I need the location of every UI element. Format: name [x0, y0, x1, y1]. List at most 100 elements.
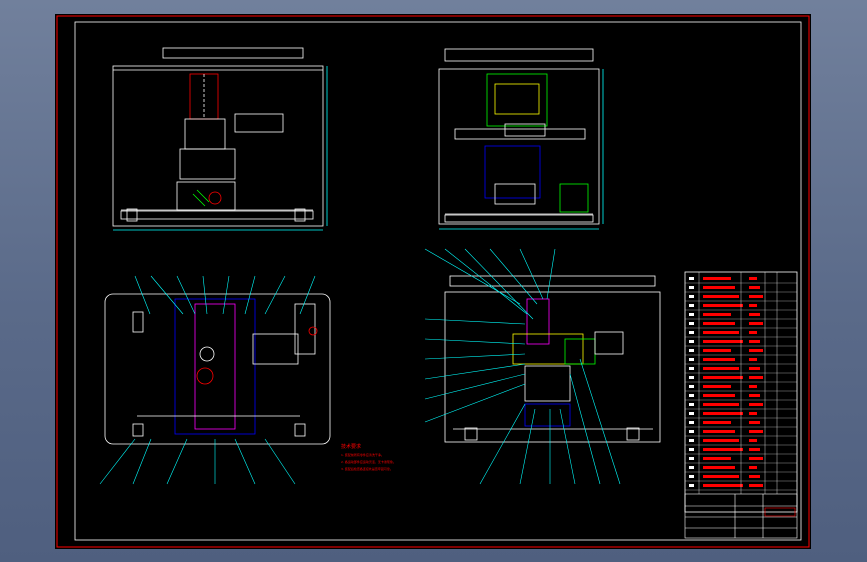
- front-motor-housing: [184, 118, 226, 150]
- parts-row-name-cell: [703, 322, 735, 325]
- technical-requirements: 技术要求 1. 装配前所有零件应清洗干净。 2. 各运动部件应运动灵活，无卡滞现…: [341, 443, 396, 471]
- parts-row-index-cell: [689, 304, 694, 307]
- front-gearbox: [176, 181, 236, 211]
- leader-1: [134, 275, 151, 315]
- leader-6: [244, 275, 256, 315]
- parts-row-index-cell: [689, 421, 694, 424]
- leader-13: [234, 438, 256, 485]
- sec-leader-12: [424, 383, 526, 423]
- section-column: [524, 365, 571, 402]
- top-center-carriage: [174, 298, 256, 435]
- parts-row-material-cell: [749, 376, 763, 379]
- front-foot-left: [126, 208, 138, 222]
- parts-row-name-cell: [703, 394, 735, 397]
- parts-row-material-cell: [749, 385, 757, 388]
- sec-leader-4: [489, 248, 538, 305]
- parts-row-name-cell: [703, 475, 739, 478]
- section-foot-right: [626, 427, 640, 441]
- parts-row-name-cell: [703, 385, 731, 388]
- top-rail-guide: [194, 303, 236, 430]
- parts-row-index-cell: [689, 349, 694, 352]
- top-foot-right: [294, 423, 306, 437]
- sec-leader-13: [479, 403, 526, 485]
- parts-row-name-cell: [703, 367, 739, 370]
- notes-heading: 技术要求: [341, 443, 361, 450]
- leader-2: [150, 275, 184, 315]
- parts-row-index-cell: [689, 331, 694, 334]
- parts-row-name-cell: [703, 313, 731, 316]
- leader-3: [176, 275, 196, 315]
- leader-5: [222, 275, 230, 315]
- sec-leader-2: [444, 248, 528, 315]
- title-block-border: [684, 493, 798, 539]
- parts-row-name-cell: [703, 403, 739, 406]
- parts-row-name-cell: [703, 295, 739, 298]
- leader-11: [166, 438, 188, 485]
- section-view[interactable]: [444, 275, 661, 443]
- sec-leader-3: [464, 248, 534, 320]
- parts-row-name-cell: [703, 457, 731, 460]
- section-vertical-slide: [526, 298, 550, 345]
- parts-row-material-cell: [749, 286, 760, 289]
- side-frame-outline: [438, 68, 600, 225]
- front-base-plate: [120, 210, 314, 220]
- parts-row-name-cell: [703, 376, 743, 379]
- parts-row-name-cell: [703, 304, 743, 307]
- side-mechanism-box: [486, 73, 548, 127]
- parts-row-material-cell: [749, 394, 760, 397]
- cad-drawing-canvas[interactable]: 技术要求 1. 装配前所有零件应清洗干净。 2. 各运动部件应运动灵活，无卡滞现…: [55, 14, 811, 549]
- parts-row-material-cell: [749, 439, 757, 442]
- parts-row-index-cell: [689, 439, 694, 442]
- parts-row-index-cell: [689, 277, 694, 280]
- sec-leader-7: [424, 318, 526, 325]
- parts-row-material-cell: [749, 412, 757, 415]
- top-view[interactable]: [104, 293, 331, 445]
- parts-row-index-cell: [689, 367, 694, 370]
- front-view[interactable]: [112, 47, 328, 231]
- parts-row-index-cell: [689, 313, 694, 316]
- front-hatch-2: [196, 189, 210, 203]
- sec-leader-5: [519, 248, 544, 300]
- drawing-sheet[interactable]: 技术要求 1. 装配前所有零件应清洗干净。 2. 各运动部件应运动灵活，无卡滞现…: [55, 14, 811, 549]
- title-block[interactable]: [684, 493, 798, 539]
- top-frame-outline: [104, 293, 331, 445]
- parts-row-material-cell: [749, 367, 760, 370]
- side-right-unit: [559, 183, 589, 213]
- notes-line-2: 2. 各运动部件应运动灵活，无卡滞现象。: [341, 459, 396, 464]
- parts-row-material-cell: [749, 466, 757, 469]
- front-column: [179, 148, 236, 180]
- parts-row-material-cell: [749, 403, 763, 406]
- sec-leader-1: [424, 248, 521, 305]
- side-top-rail: [444, 48, 594, 62]
- section-top-rail: [449, 275, 656, 287]
- top-gear-lower: [196, 367, 214, 385]
- sec-leader-11: [424, 373, 526, 400]
- side-base-plate: [444, 214, 594, 223]
- top-side-motor: [252, 333, 299, 365]
- front-frame-outline: [112, 65, 324, 227]
- leader-14: [264, 438, 296, 485]
- parts-row-index-cell: [689, 484, 694, 487]
- top-gear-upper: [199, 346, 215, 362]
- parts-row-material-cell: [749, 331, 757, 334]
- parts-list-table[interactable]: [684, 271, 798, 513]
- notes-line-1: 1. 装配前所有零件应清洗干净。: [341, 452, 384, 457]
- parts-row-name-cell: [703, 448, 743, 451]
- parts-row-name-cell: [703, 340, 743, 343]
- parts-row-name-cell: [703, 349, 731, 352]
- sec-leader-9: [424, 353, 526, 360]
- parts-row-index-cell: [689, 412, 694, 415]
- parts-row-index-cell: [689, 295, 694, 298]
- side-column: [484, 145, 541, 199]
- side-view[interactable]: [438, 48, 604, 230]
- parts-row-index-cell: [689, 448, 694, 451]
- sec-leader-17: [569, 373, 601, 485]
- leader-8: [299, 275, 316, 315]
- parts-row-material-cell: [749, 484, 763, 487]
- parts-row-index-cell: [689, 403, 694, 406]
- front-foot-right: [294, 208, 306, 222]
- front-side-motor: [234, 113, 284, 133]
- parts-row-index-cell: [689, 394, 694, 397]
- section-carriage: [512, 333, 584, 365]
- parts-row-material-cell: [749, 475, 760, 478]
